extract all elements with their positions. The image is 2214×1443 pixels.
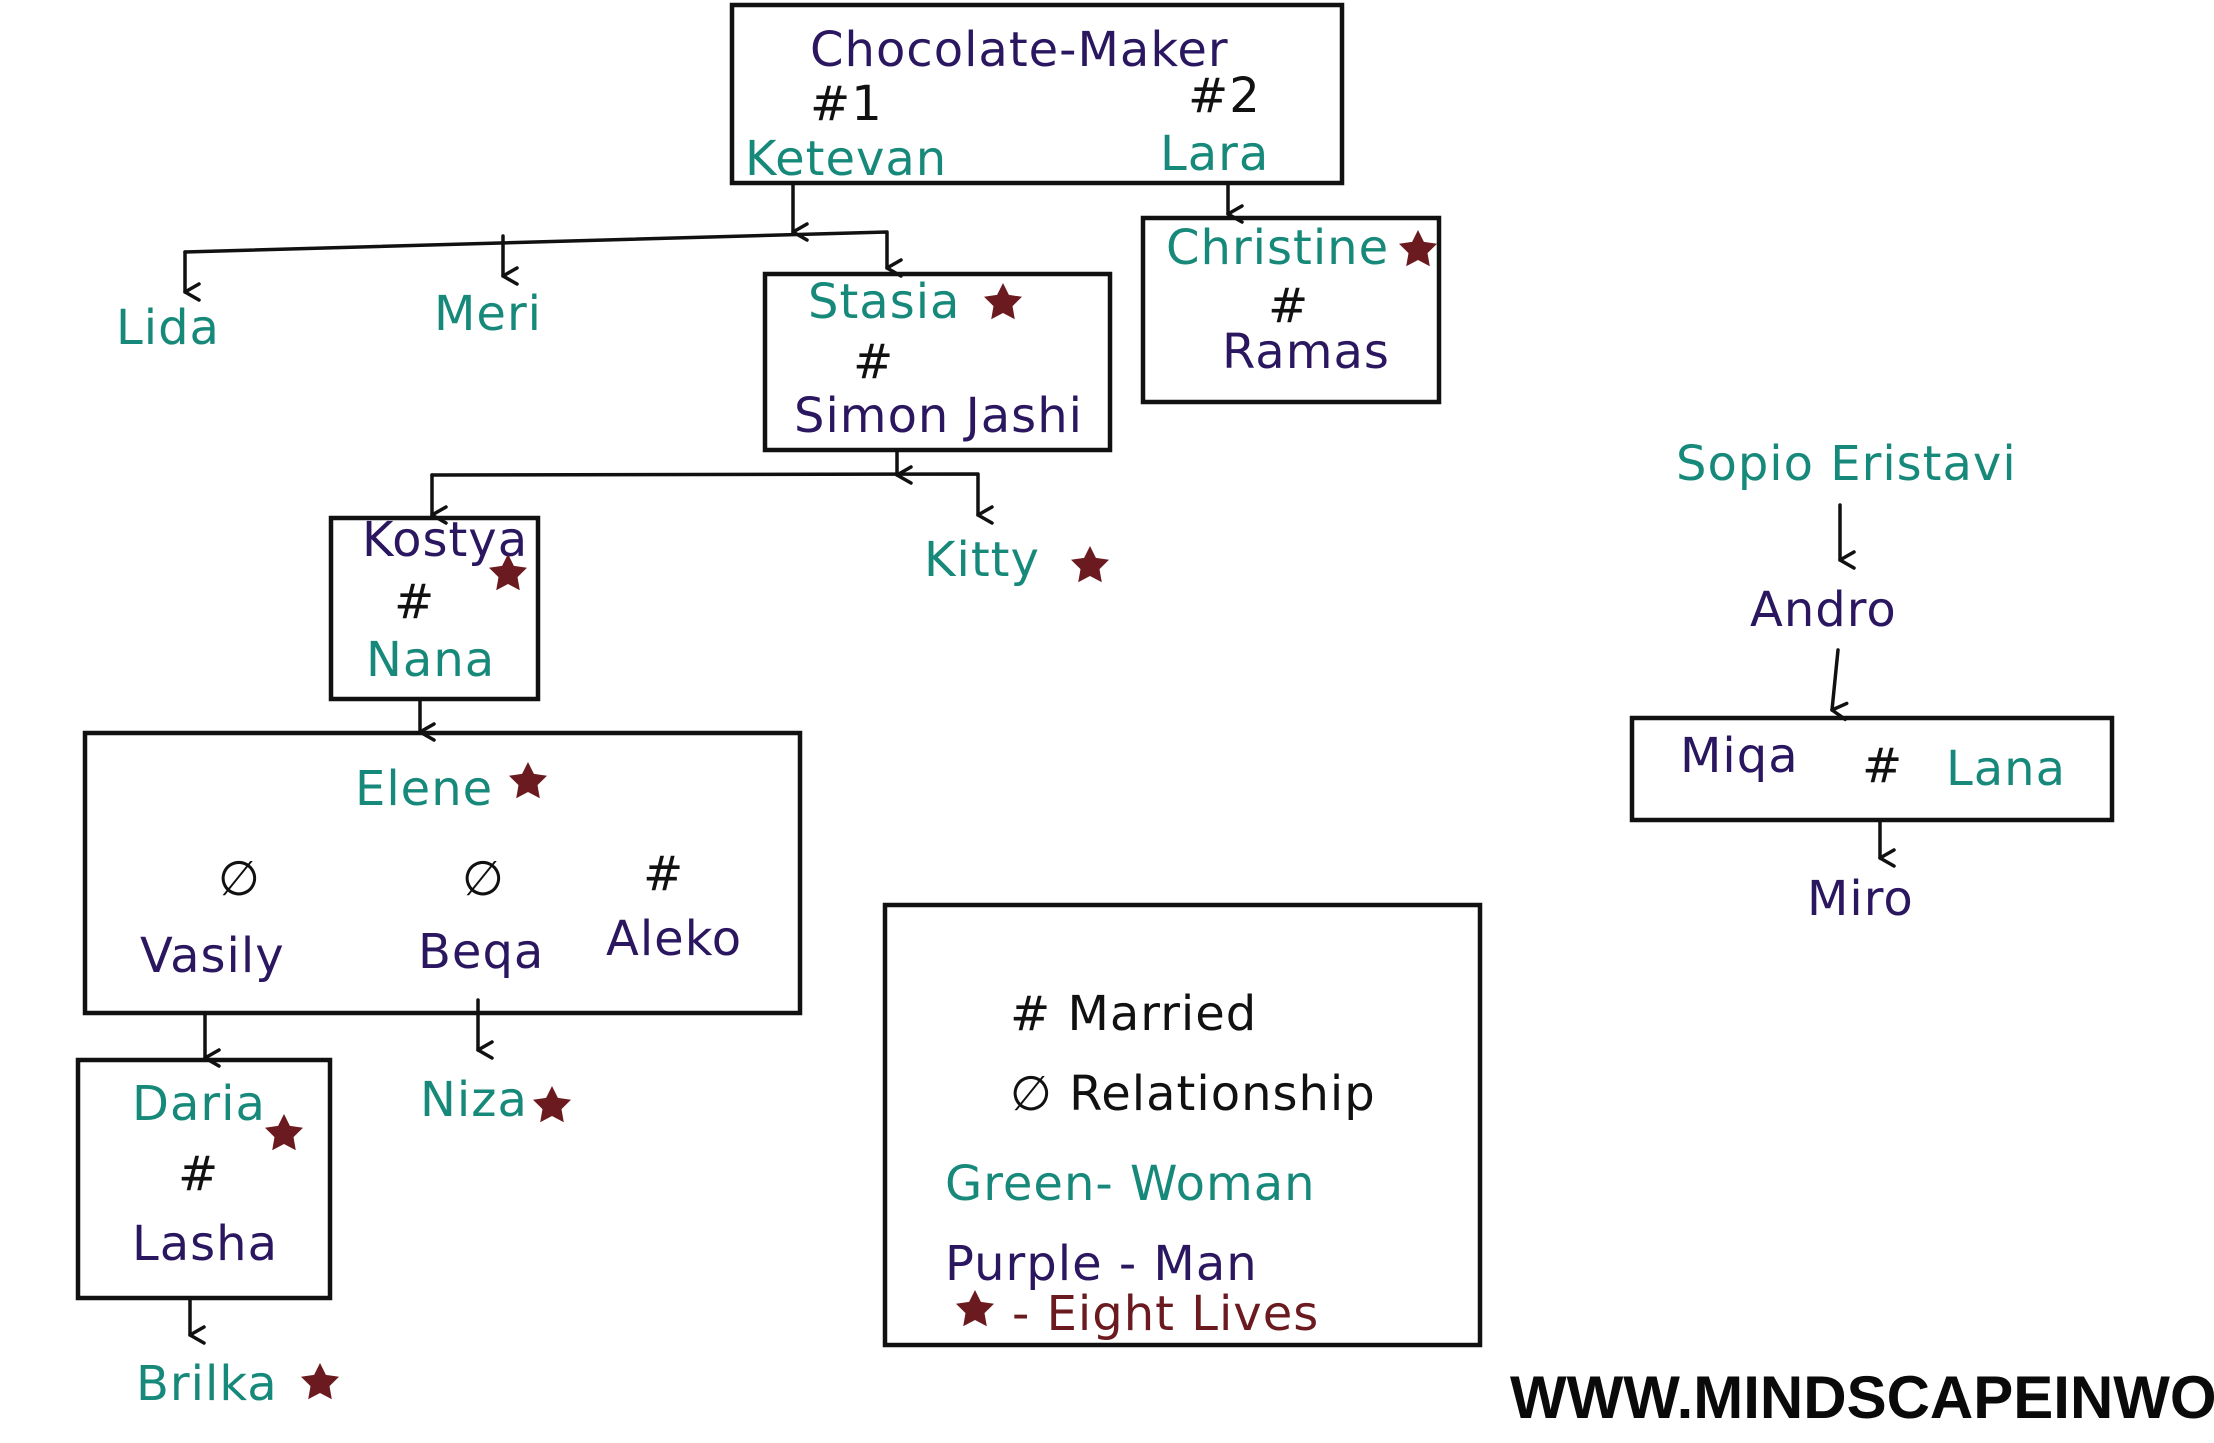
- daria-box: [75, 1057, 333, 1301]
- legend-relationship: ∅ Relationship: [1010, 1066, 1376, 1122]
- website-url: WWW.MINDSCAPEINWORDS.COM: [1510, 1364, 2214, 1431]
- eight-lives-star-icon: [1399, 230, 1437, 267]
- elene-label: Elene: [355, 761, 493, 817]
- kostya-box: [328, 515, 541, 702]
- lida-label: Lida: [116, 300, 220, 356]
- legend-eight-lives: - Eight Lives: [1012, 1286, 1319, 1342]
- brilka-label: Brilka: [136, 1356, 278, 1412]
- daria-label: Daria: [132, 1076, 266, 1132]
- eight-lives-star-icon: [509, 762, 547, 799]
- lara-label: Lara: [1160, 126, 1269, 182]
- ketevan-label: Ketevan: [745, 131, 947, 187]
- married-marker: #: [1268, 278, 1309, 334]
- elene-box: [82, 730, 803, 1016]
- miro-label: Miro: [1807, 871, 1914, 927]
- married-marker: #: [853, 334, 894, 390]
- christine-box: [1140, 215, 1442, 405]
- andro-label: Andro: [1750, 582, 1897, 638]
- wife2-marker: #2: [1188, 68, 1261, 124]
- married-marker: #: [394, 574, 435, 630]
- stasia-label: Stasia: [808, 274, 960, 330]
- relationship-marker: ∅: [218, 851, 261, 907]
- kitty-label: Kitty: [924, 532, 1040, 588]
- eight-lives-star-icon: [956, 1290, 994, 1327]
- eight-lives-star-icon: [301, 1363, 339, 1400]
- meri-label: Meri: [434, 286, 542, 342]
- married-marker: #: [1862, 738, 1903, 794]
- miqa-box-arrow: [1830, 648, 1849, 722]
- miqa-label: Miqa: [1680, 728, 1799, 784]
- miqa-lana-box: [1629, 715, 2115, 823]
- chocolate-maker-label: Chocolate-Maker: [810, 22, 1229, 78]
- simon-jashi-label: Simon Jashi: [794, 388, 1083, 444]
- nana-label: Nana: [366, 632, 495, 688]
- beqa-label: Beqa: [418, 924, 544, 980]
- stasia-arrow: [183, 230, 903, 278]
- lasha-label: Lasha: [132, 1216, 278, 1272]
- eight-lives-star-icon: [1071, 546, 1109, 583]
- legend-box: [882, 902, 1483, 1348]
- eight-lives-star-icon: [533, 1086, 571, 1123]
- aleko-label: Aleko: [606, 911, 742, 967]
- legend-man: Purple - Man: [945, 1236, 1258, 1292]
- legend-woman: Green- Woman: [945, 1156, 1316, 1212]
- ramas-label: Ramas: [1222, 324, 1390, 380]
- eight-lives-star-icon: [265, 1114, 303, 1151]
- wife1-marker: #1: [810, 76, 883, 132]
- married-marker: #: [643, 846, 684, 902]
- eight-lives-star-icon: [984, 283, 1022, 320]
- relationship-marker: ∅: [462, 851, 505, 907]
- christine-label: Christine: [1166, 220, 1389, 276]
- legend-married: # Married: [1010, 986, 1257, 1042]
- stasia-box: [762, 271, 1113, 453]
- kostya-label: Kostya: [362, 512, 528, 568]
- niza-label: Niza: [420, 1072, 528, 1128]
- married-marker: #: [178, 1146, 219, 1202]
- sopio-eristavi-label: Sopio Eristavi: [1676, 436, 2017, 492]
- chocolate-maker-box: [729, 2, 1345, 186]
- vasily-label: Vasily: [140, 928, 285, 984]
- lana-label: Lana: [1946, 741, 2066, 797]
- kitty-arrow: [430, 472, 994, 525]
